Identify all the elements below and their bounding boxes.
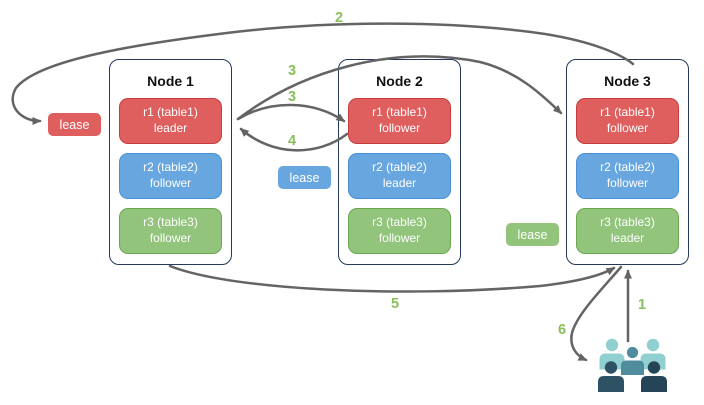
node-2-replica-r1: r1 (table1) follower (348, 98, 451, 144)
node-1-title: Node 1 (147, 73, 194, 89)
arrow-step-2 (11, 22, 635, 125)
step-label-4: 4 (287, 133, 297, 149)
node-3-replica-r2: r2 (table2) follower (576, 153, 679, 199)
replica-label: r2 (table2) (600, 160, 655, 175)
step-label-5: 5 (390, 296, 400, 312)
node-3-box: Node 3 r1 (table1) follower r2 (table2) … (566, 59, 689, 265)
replica-role: follower (149, 231, 192, 245)
user-person-icon (598, 361, 624, 392)
user-person-icon (640, 338, 666, 370)
arrow-step-3-to-node2 (236, 103, 346, 123)
lease-chip-table2: lease (277, 165, 332, 190)
node-2-box: Node 2 r1 (table1) follower r2 (table2) … (338, 59, 461, 265)
node-2-replica-r2: r2 (table2) leader (348, 153, 451, 199)
lease-chip-table3: lease (505, 222, 560, 247)
replica-label: r3 (table3) (143, 215, 198, 230)
user-person-icon (599, 338, 625, 370)
replica-role: follower (378, 121, 421, 135)
replica-label: r1 (table1) (372, 105, 427, 120)
replica-role: leader (153, 121, 188, 135)
user-person-icon (621, 346, 644, 375)
node-2-title: Node 2 (376, 73, 423, 89)
step-label-3-lower: 3 (287, 89, 297, 105)
replica-role: follower (378, 231, 421, 245)
replica-label: r1 (table1) (600, 105, 655, 120)
node-3-replica-r3: r3 (table3) leader (576, 208, 679, 254)
node-3-replica-r1: r1 (table1) follower (576, 98, 679, 144)
step-label-1: 1 (637, 297, 647, 313)
node-3-title: Node 3 (604, 73, 651, 89)
step-label-3-upper: 3 (287, 63, 297, 79)
replica-label: r3 (table3) (372, 215, 427, 230)
replica-label: r2 (table2) (372, 160, 427, 175)
replica-role: follower (606, 176, 649, 190)
replica-role: leader (382, 176, 417, 190)
replica-role: follower (606, 121, 649, 135)
node-1-box: Node 1 r1 (table1) leader r2 (table2) fo… (109, 59, 232, 265)
node-2-replica-r3: r3 (table3) follower (348, 208, 451, 254)
arrow-step-6 (570, 265, 623, 362)
replica-role: follower (149, 176, 192, 190)
replica-label: r1 (table1) (143, 105, 198, 120)
replica-role: leader (610, 231, 645, 245)
node-1-replica-r2: r2 (table2) follower (119, 153, 222, 199)
user-person-icon (641, 361, 667, 392)
step-label-6: 6 (557, 322, 567, 338)
step-label-2: 2 (334, 10, 344, 26)
node-1-replica-r1: r1 (table1) leader (119, 98, 222, 144)
node-1-replica-r3: r3 (table3) follower (119, 208, 222, 254)
lease-chip-table1: lease (47, 112, 102, 137)
users-icon (598, 338, 667, 392)
replica-label: r3 (table3) (600, 215, 655, 230)
arrow-step-5 (168, 264, 616, 293)
replica-label: r2 (table2) (143, 160, 198, 175)
